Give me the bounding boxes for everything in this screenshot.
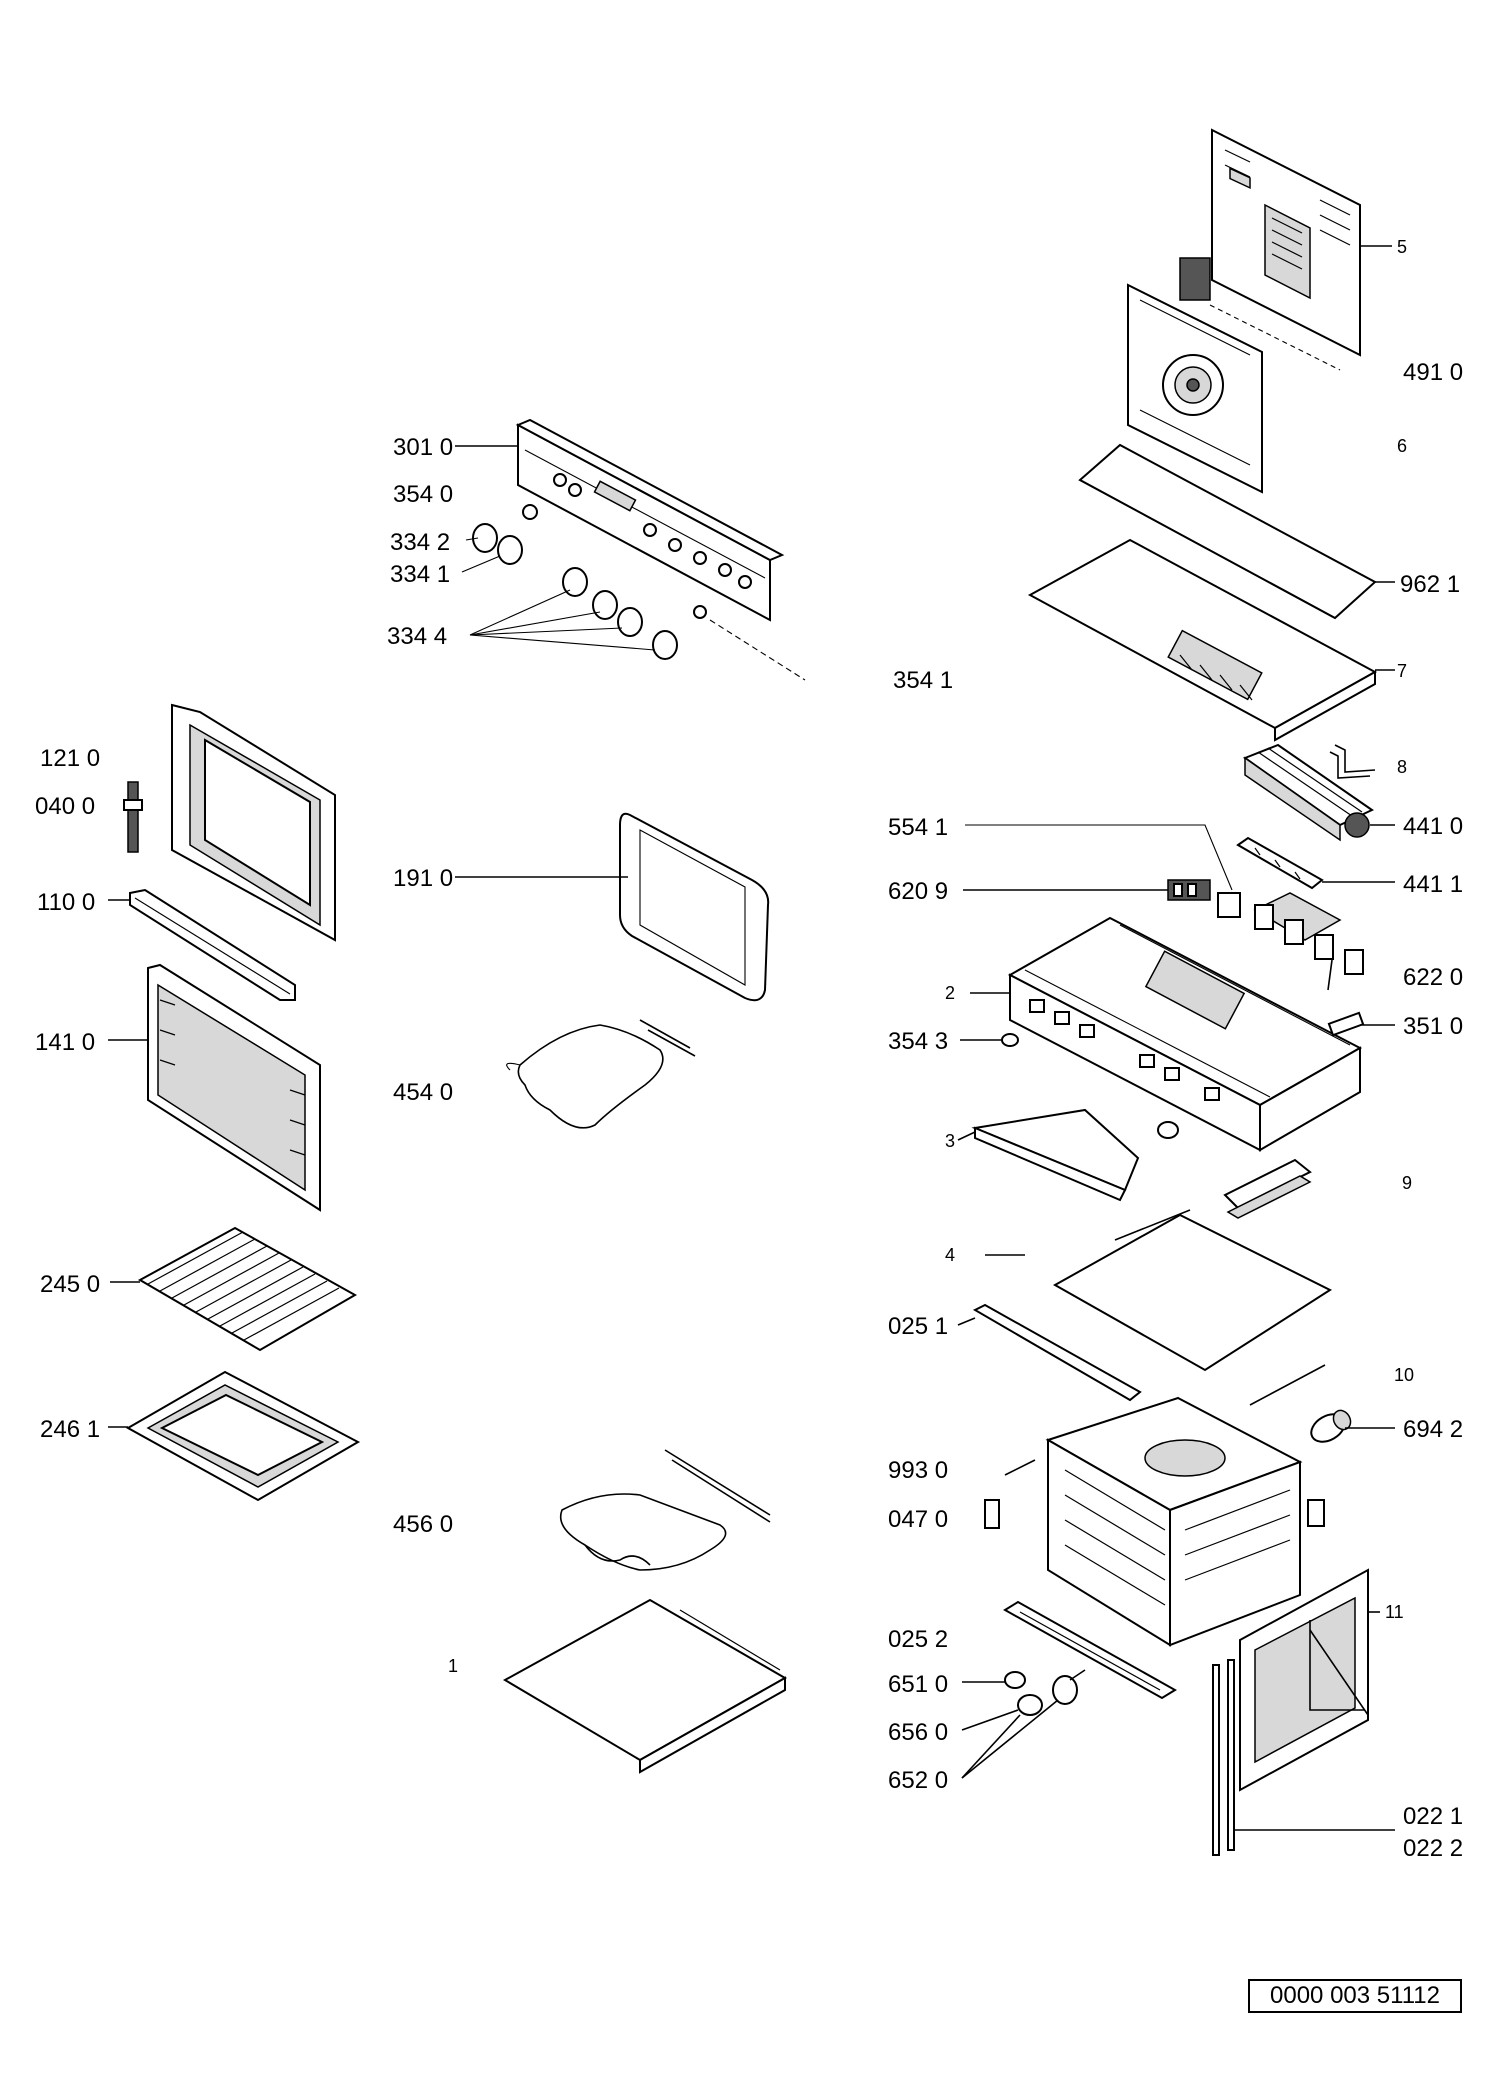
- part-knobs: [472, 504, 707, 660]
- leader-652-0b: [961, 1699, 1059, 1779]
- label-354-0: 354 0: [393, 481, 453, 508]
- label-441-0: 441 0: [1403, 813, 1463, 840]
- part-clip: [984, 1499, 1000, 1529]
- leader-025-1: [957, 1317, 976, 1326]
- part-glass-plate: [619, 812, 770, 1002]
- label-022-2: 022 2: [1403, 1835, 1463, 1862]
- label-656-0: 656 0: [888, 1719, 948, 1746]
- leader-334-4: [469, 589, 656, 651]
- part-top-cover: [1027, 538, 1378, 742]
- part-small-screw: [1004, 1459, 1036, 1476]
- label-351-0: 351 0: [1403, 1013, 1463, 1040]
- label-441-1: 441 1: [1403, 871, 1463, 898]
- part-door-glass: [147, 963, 321, 1212]
- leader-354-1-dashed: [709, 619, 806, 681]
- label-554-1: 554 1: [888, 814, 948, 841]
- label-022-1: 022 1: [1403, 1803, 1463, 1830]
- part-rail-025-1: [972, 1303, 1142, 1402]
- part-rating-plate: [1211, 128, 1361, 357]
- label-2: 2: [945, 983, 955, 1003]
- label-993-0: 993 0: [888, 1457, 948, 1484]
- label-694-2: 694 2: [1403, 1416, 1463, 1443]
- part-knob-shafts: [1004, 1669, 1086, 1716]
- leader-3: [957, 1131, 976, 1141]
- part-plate-4: [1052, 1209, 1333, 1372]
- part-main-frame: [1007, 892, 1364, 1152]
- part-door-seal-frame: [1239, 1568, 1369, 1792]
- label-334-2: 334 2: [390, 529, 450, 556]
- part-door-handle: [129, 888, 296, 1001]
- label-141-0: 141 0: [35, 1029, 95, 1056]
- label-454-0: 454 0: [393, 1079, 453, 1106]
- label-334-1: 334 1: [390, 561, 450, 588]
- part-lamp: [1310, 1409, 1352, 1443]
- part-bracket: [1329, 744, 1376, 779]
- label-354-1: 354 1: [893, 667, 953, 694]
- part-bar-9: [1223, 1158, 1312, 1219]
- label-11: 11: [1385, 1602, 1404, 1622]
- part-fan-holder: [1236, 836, 1324, 890]
- label-246-1: 246 1: [40, 1416, 100, 1443]
- label-025-2: 025 2: [888, 1626, 948, 1653]
- part-screw: [1001, 1033, 1019, 1047]
- label-6: 6: [1397, 436, 1407, 456]
- part-door-frame: [171, 703, 336, 942]
- label-622-0: 622 0: [1403, 964, 1463, 991]
- part-rod-10: [1249, 1364, 1326, 1406]
- part-hinge: [123, 781, 143, 853]
- part-grid-shelf: [137, 1226, 358, 1352]
- label-047-0: 047 0: [888, 1506, 948, 1533]
- label-491-0: 491 0: [1403, 359, 1463, 386]
- label-4: 4: [945, 1245, 955, 1265]
- part-heating-element-top: [506, 1019, 696, 1129]
- label-9: 9: [1402, 1173, 1412, 1193]
- leader-334-2: [465, 537, 479, 541]
- document-reference-number: 0000 003 51112: [1248, 1979, 1462, 2013]
- leader-491-0-dashed: [1209, 304, 1341, 371]
- label-456-0: 456 0: [393, 1511, 453, 1538]
- part-relays: [1327, 959, 1333, 991]
- part-tangential-fan: [1242, 743, 1374, 842]
- part-oven-cavity: [1045, 1396, 1325, 1647]
- label-245-0: 245 0: [40, 1271, 100, 1298]
- part-rail-025-2: [1003, 1600, 1177, 1700]
- part-lamp-holder: [1327, 1011, 1365, 1037]
- part-vertical-strips: [1212, 1659, 1235, 1856]
- label-191-0: 191 0: [393, 865, 453, 892]
- part-baking-tray: [125, 1370, 361, 1502]
- part-terminal-block: [1167, 879, 1211, 901]
- label-1: 1: [448, 1656, 458, 1676]
- label-10: 10: [1394, 1365, 1414, 1385]
- label-3: 3: [945, 1131, 955, 1151]
- label-651-0: 651 0: [888, 1671, 948, 1698]
- leader-652-0: [961, 1714, 1021, 1779]
- label-7: 7: [1397, 661, 1407, 681]
- label-652-0: 652 0: [888, 1767, 948, 1794]
- part-control-panel: [515, 418, 785, 622]
- leader-554-1: [965, 824, 1233, 891]
- leader-334-1: [461, 555, 501, 573]
- label-5: 5: [1397, 237, 1407, 257]
- part-switch: [1217, 892, 1241, 918]
- label-110-0: 110 0: [37, 889, 95, 916]
- label-354-3: 354 3: [888, 1028, 948, 1055]
- label-8: 8: [1397, 757, 1407, 777]
- part-heating-element-bottom: [560, 1449, 771, 1571]
- label-620-9: 620 9: [888, 878, 948, 905]
- label-121-0: 121 0: [40, 745, 100, 772]
- label-334-4: 334 4: [387, 623, 447, 650]
- label-962-1: 962 1: [1400, 571, 1460, 598]
- part-back-panel: [1127, 257, 1263, 494]
- label-040-0: 040 0: [35, 793, 95, 820]
- part-bottom-plate: [502, 1598, 788, 1774]
- label-301-0: 301 0: [393, 434, 453, 461]
- label-025-1: 025 1: [888, 1313, 948, 1340]
- leader-656-0: [961, 1709, 1019, 1731]
- part-cover-3: [971, 1108, 1179, 1202]
